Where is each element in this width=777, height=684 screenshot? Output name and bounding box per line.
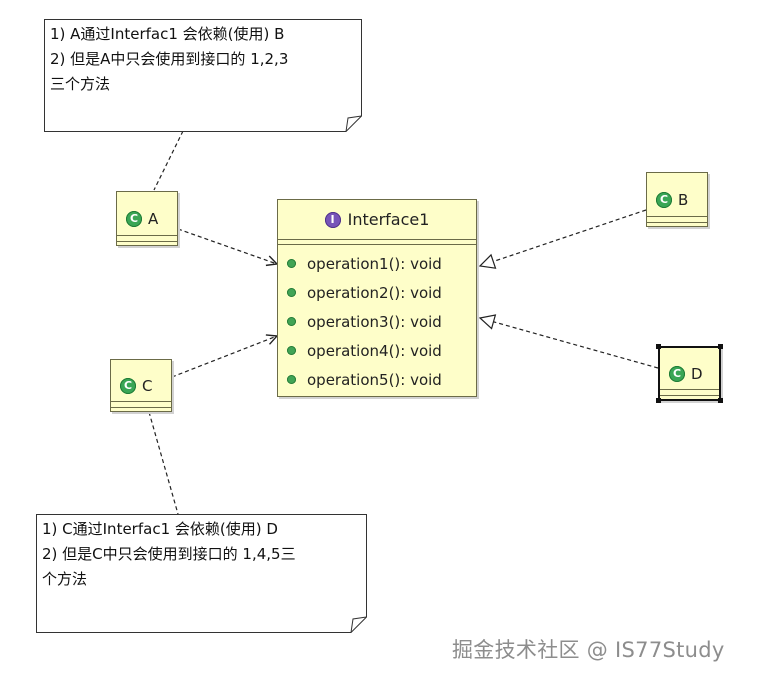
note-c-frame: [36, 514, 367, 633]
realization-d-interface: [478, 314, 659, 369]
class-icon: C: [126, 210, 142, 227]
class-icon: C: [669, 365, 685, 382]
selection-handle-bottom-right[interactable]: [718, 398, 723, 403]
class-a-name: A: [148, 209, 159, 228]
public-method-icon: [287, 346, 296, 355]
class-a-header: C A: [117, 192, 177, 245]
public-method-icon: [287, 375, 296, 384]
operation-label: operation1(): void: [307, 254, 442, 273]
interface1-box[interactable]: I Interface1 operation1(): void operatio…: [277, 199, 477, 397]
dependency-a-interface: [177, 228, 277, 264]
operation-label: operation3(): void: [307, 312, 442, 331]
note-link-a: [153, 130, 184, 191]
class-b-compartments: [647, 216, 707, 223]
class-d-selected[interactable]: C D: [656, 344, 723, 403]
class-c[interactable]: C C: [110, 359, 172, 412]
class-b-header: C B: [647, 173, 707, 226]
interface-icon: I: [324, 211, 341, 228]
class-b-name: B: [678, 190, 689, 209]
class-d-header: C D: [660, 348, 719, 399]
class-b[interactable]: C B: [646, 172, 708, 227]
class-icon: C: [656, 191, 672, 208]
note-c-line-2: 2) 但是C中只会使用到接口的 1,4,5三: [42, 545, 296, 563]
interface1-header: I Interface1: [278, 200, 476, 240]
public-method-icon: [287, 317, 296, 326]
class-c-header: C C: [111, 360, 171, 411]
public-method-icon: [287, 288, 296, 297]
public-method-icon: [287, 259, 296, 268]
selection-handle-top-left[interactable]: [656, 344, 661, 349]
note-a-frame: [44, 19, 362, 132]
note-c: 1) C通过Interfac1 会依赖(使用) D 2) 但是C中只会使用到接口…: [36, 514, 367, 633]
interface1-attribute-separator: [278, 240, 476, 245]
realization-b-interface: [478, 209, 647, 269]
note-link-c: [148, 411, 179, 515]
operation-row[interactable]: operation2(): void: [278, 278, 476, 307]
operation-label: operation5(): void: [307, 370, 442, 389]
class-a-compartments: [117, 235, 177, 242]
interface1-operations: operation1(): void operation2(): void op…: [278, 245, 476, 394]
operation-row[interactable]: operation1(): void: [278, 249, 476, 278]
class-d-name: D: [691, 364, 703, 383]
operation-label: operation2(): void: [307, 283, 442, 302]
operation-row[interactable]: operation3(): void: [278, 307, 476, 336]
note-a-line-1: 1) A通过Interfac1 会依赖(使用) B: [50, 25, 285, 43]
operation-row[interactable]: operation5(): void: [278, 365, 476, 394]
note-a-line-3: 三个方法: [50, 75, 111, 93]
class-a[interactable]: C A: [116, 191, 178, 246]
note-a: 1) A通过Interfac1 会依赖(使用) B 2) 但是A中只会使用到接口…: [44, 19, 362, 132]
note-c-line-1: 1) C通过Interfac1 会依赖(使用) D: [42, 520, 278, 538]
class-d-compartments: [660, 389, 719, 396]
note-c-line-3: 个方法: [42, 570, 88, 588]
selection-handle-top-right[interactable]: [718, 344, 723, 349]
dependency-c-interface: [171, 336, 277, 378]
interface1-name: Interface1: [347, 210, 430, 229]
class-c-name: C: [142, 376, 153, 395]
class-c-compartments: [111, 401, 171, 408]
operation-label: operation4(): void: [307, 341, 442, 360]
operation-row[interactable]: operation4(): void: [278, 336, 476, 365]
source-watermark: 掘金技术社区 @ IS77Study: [452, 638, 725, 662]
selection-handle-bottom-left[interactable]: [656, 398, 661, 403]
class-icon: C: [120, 377, 136, 394]
note-a-line-2: 2) 但是A中只会使用到接口的 1,2,3: [50, 50, 289, 68]
